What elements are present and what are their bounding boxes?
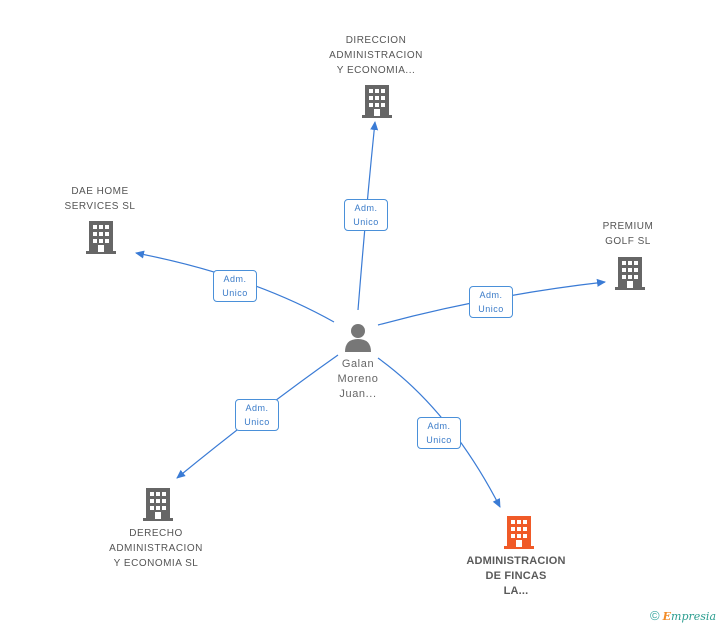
- building-icon[interactable]: [362, 84, 392, 118]
- building-icon[interactable]: [615, 256, 645, 290]
- role-tag-dae[interactable]: Adm.Unico: [213, 270, 257, 302]
- company-label-derecho[interactable]: DERECHO ADMINISTRACION Y ECONOMIA SL: [109, 528, 203, 569]
- company-label-fincas[interactable]: ADMINISTRACION DE FINCAS LA...: [466, 555, 566, 597]
- role-tag-premium[interactable]: Adm.Unico: [469, 286, 513, 318]
- building-icon[interactable]: [86, 220, 116, 254]
- person-icon[interactable]: [344, 322, 372, 352]
- copyright-icon: ©: [650, 608, 660, 623]
- building-icon[interactable]: [143, 487, 173, 521]
- company-label-dae[interactable]: DAE HOME SERVICES SL: [64, 186, 136, 212]
- role-tag-derecho[interactable]: Adm.Unico: [235, 399, 279, 431]
- company-label-direccion[interactable]: DIRECCION ADMINISTRACION Y ECONOMIA...: [329, 35, 423, 76]
- person-name[interactable]: Galan Moreno Juan...: [337, 358, 379, 400]
- building-icon[interactable]: [504, 515, 534, 549]
- role-tag-direccion[interactable]: Adm.Unico: [344, 199, 388, 231]
- role-tag-fincas[interactable]: Adm.Unico: [417, 417, 461, 449]
- footer-brand: © Empresia: [650, 608, 716, 623]
- empresia-logo: Empresia: [662, 610, 717, 623]
- company-label-premium[interactable]: PREMIUM GOLF SL: [602, 221, 654, 247]
